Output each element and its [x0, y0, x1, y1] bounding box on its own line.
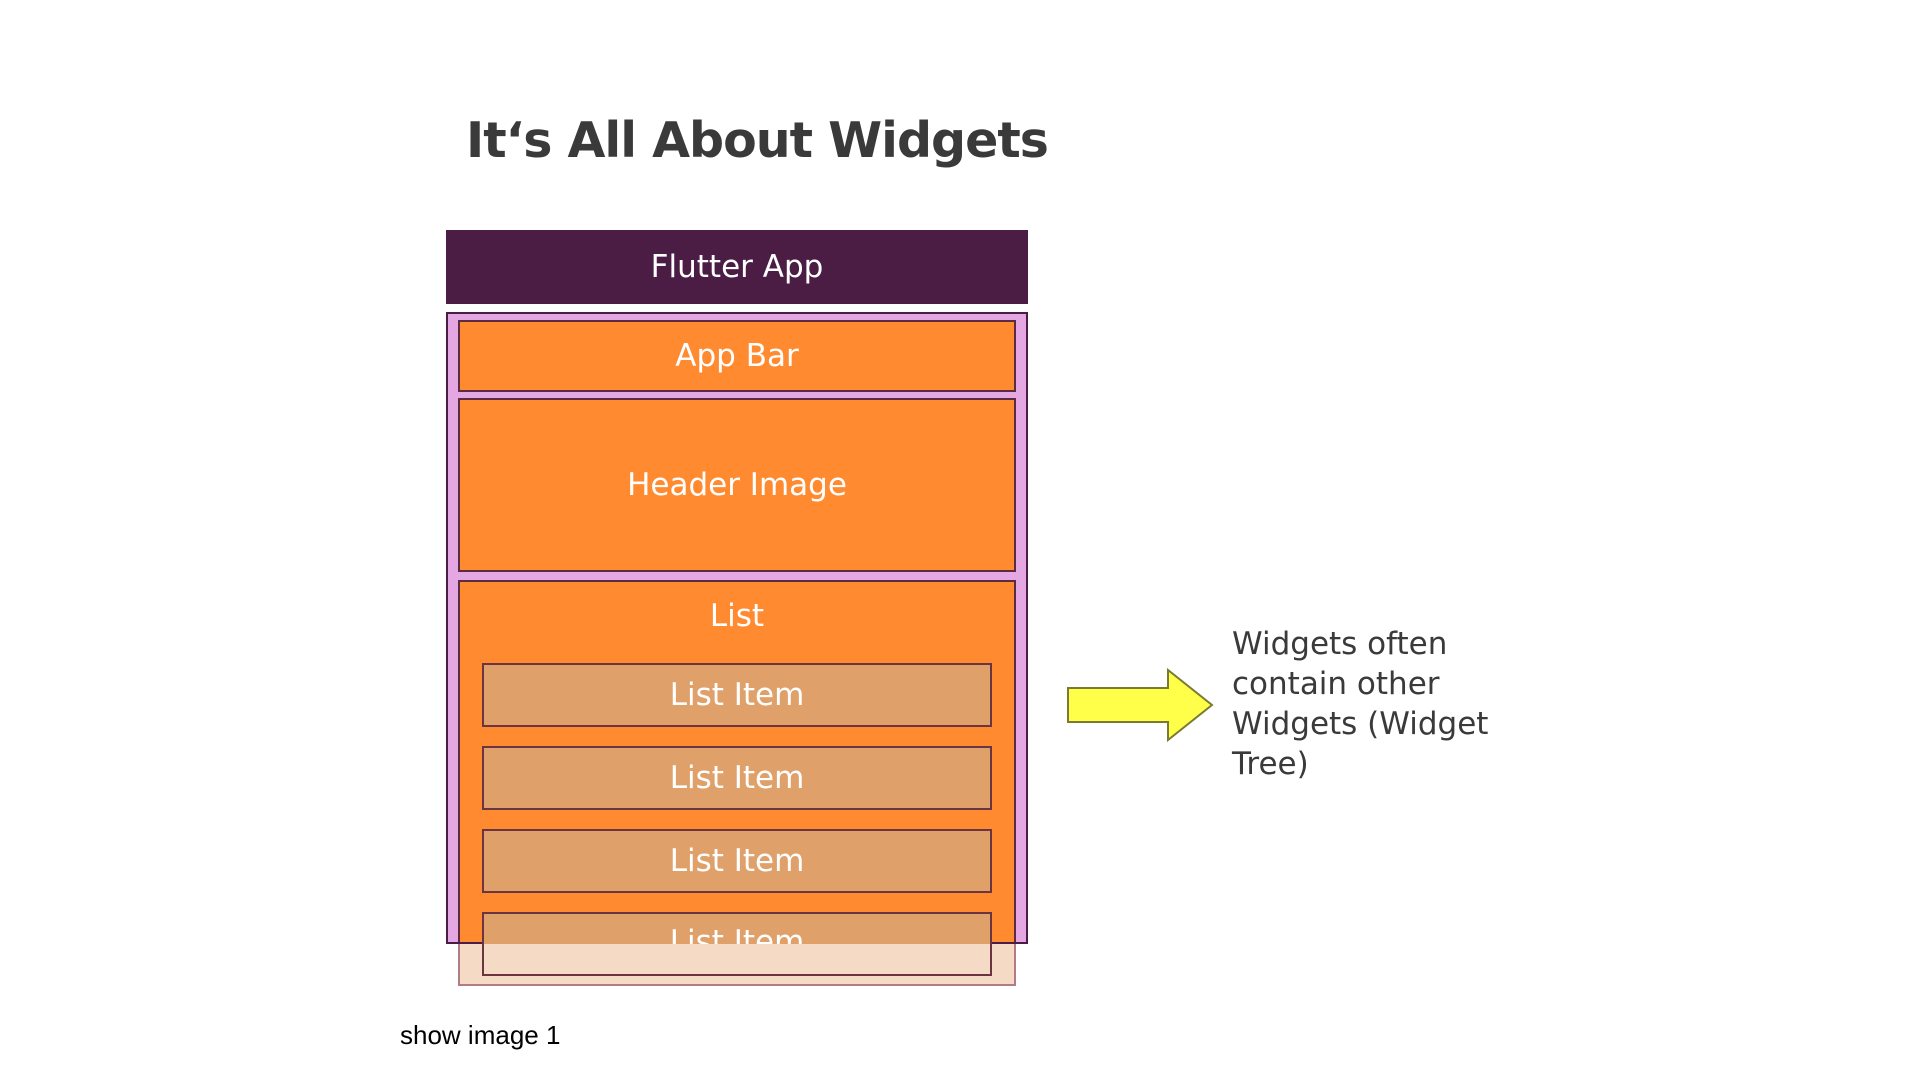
flutter-app-box: Flutter App — [446, 230, 1028, 304]
arrow-right-icon — [1067, 668, 1214, 742]
list-item-clipped-visible: List Item — [484, 914, 990, 944]
header-image-box: Header Image — [458, 398, 1016, 572]
app-bar-box: App Bar — [458, 320, 1016, 392]
list-item: List Item — [482, 829, 992, 893]
list-overflow — [458, 944, 1016, 986]
list-item-clipped-label: List Item — [669, 924, 805, 944]
caption: show image 1 — [400, 1020, 561, 1050]
list-item: List Item — [482, 663, 992, 727]
list-item: List Item — [482, 746, 992, 810]
slide-title: It‘s All About Widgets — [466, 112, 1049, 169]
list-label: List — [709, 598, 765, 634]
note-text: Widgets often contain other Widgets (Wid… — [1232, 626, 1489, 782]
list-item-clipped: List Item — [482, 912, 992, 976]
